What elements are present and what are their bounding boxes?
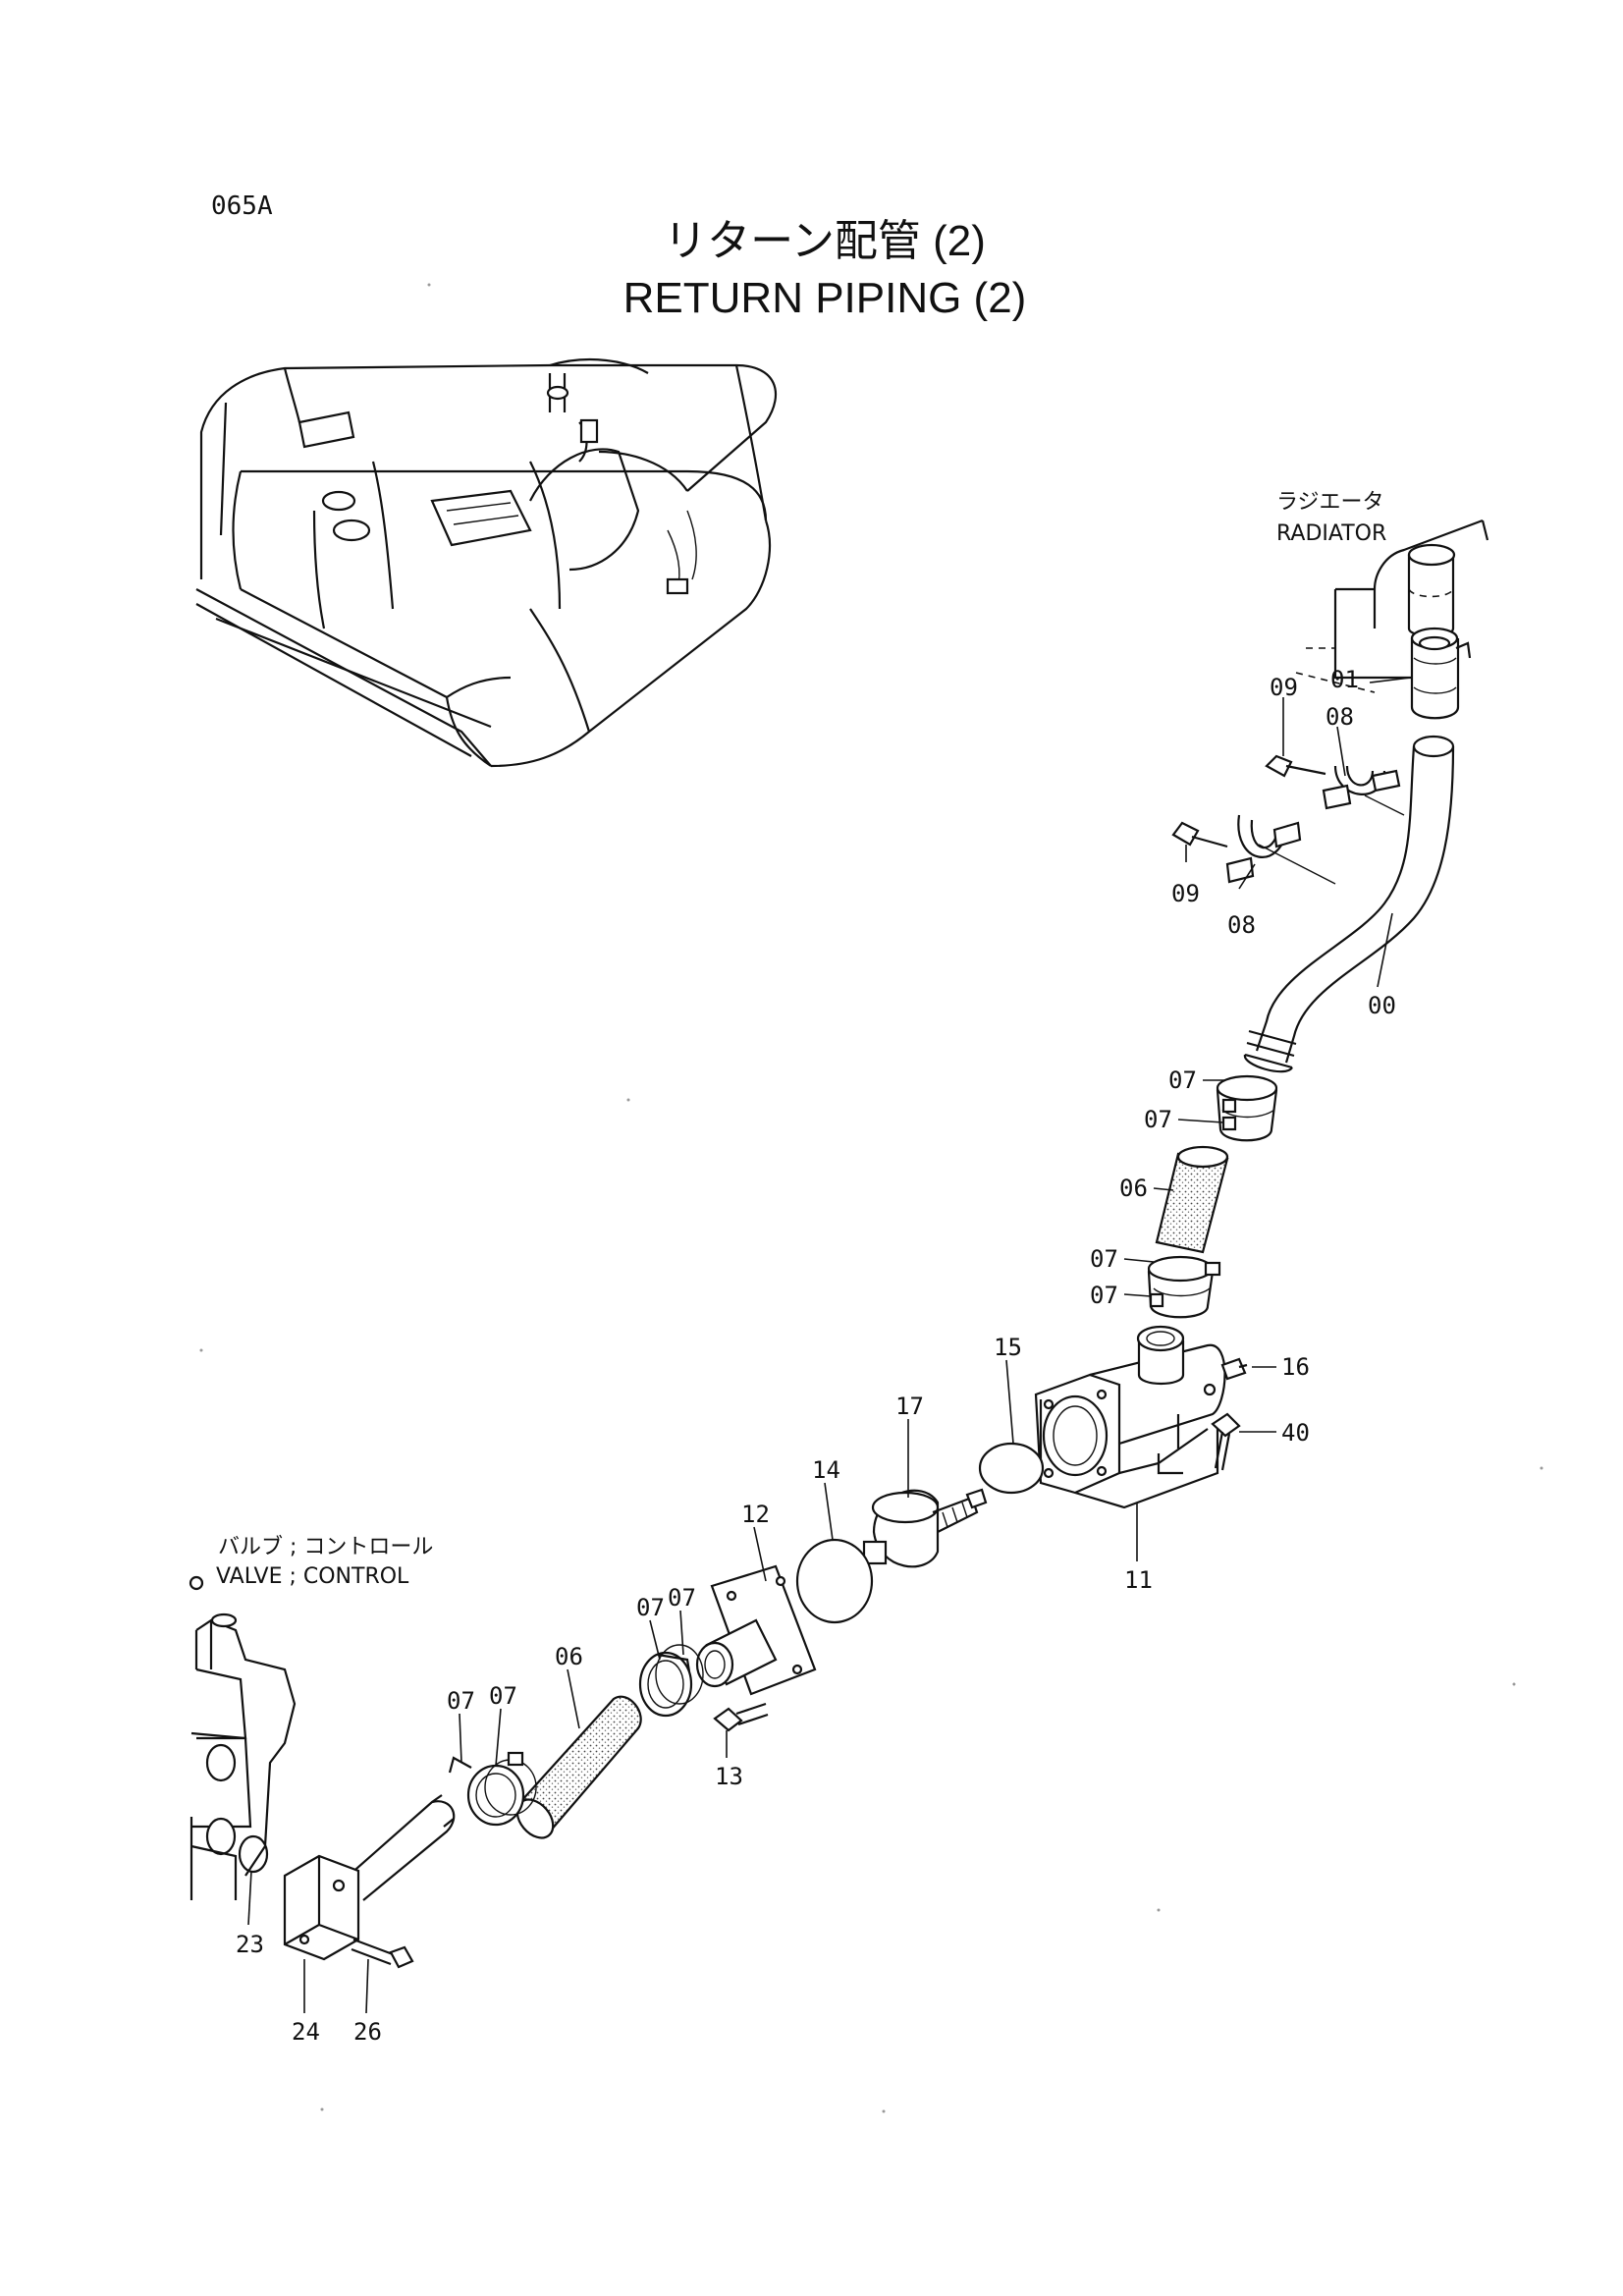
callout-07-f: 07 — [489, 1682, 517, 1710]
coupling-01 — [1410, 627, 1472, 720]
callout-24: 24 — [292, 2018, 320, 2046]
bolt-09-upper — [1265, 754, 1326, 778]
o-ring-15 — [978, 1442, 1045, 1495]
callout-16: 16 — [1281, 1353, 1310, 1381]
pipe-and-block-24 — [283, 1794, 456, 1961]
leader-lines — [247, 677, 1412, 2014]
callout-07-c: 07 — [1090, 1245, 1118, 1273]
title-japanese: リターン配管 (2) — [664, 217, 986, 265]
callout-06-lower: 06 — [555, 1643, 583, 1670]
radiator-label-english: RADIATOR — [1276, 521, 1386, 546]
callout-23: 23 — [236, 1931, 264, 1958]
callout-11: 11 — [1124, 1566, 1153, 1594]
callout-26: 26 — [353, 2018, 382, 2046]
callout-08-lower: 08 — [1227, 911, 1256, 939]
title-english: RETURN PIPING (2) — [623, 274, 1027, 322]
clamp-guide-line-upper — [1364, 794, 1405, 816]
callout-00-hose: 00 — [1368, 992, 1396, 1019]
bolt-40 — [1211, 1412, 1241, 1471]
callout-labels: 01 09 08 09 08 00 07 07 06 07 07 15 16 1… — [236, 666, 1396, 2046]
callout-09-upper: 09 — [1270, 674, 1298, 701]
bolt-09-lower — [1171, 821, 1228, 848]
callout-17: 17 — [895, 1393, 924, 1420]
o-ring-14 — [795, 1538, 874, 1624]
callout-14: 14 — [812, 1456, 840, 1484]
callout-07-g: 07 — [636, 1594, 665, 1621]
callout-07-e: 07 — [447, 1687, 475, 1715]
callout-12: 12 — [741, 1501, 770, 1528]
callout-15: 15 — [994, 1334, 1022, 1361]
callout-13: 13 — [715, 1763, 743, 1790]
machine-body-drawing — [195, 357, 778, 768]
radiator-label-japanese: ラジエータ — [1276, 490, 1384, 515]
callout-08-upper: 08 — [1325, 703, 1354, 731]
scan-specks — [199, 283, 1543, 2113]
clamp-07-lower-right-pair — [638, 1644, 704, 1718]
screw-16 — [1220, 1357, 1248, 1381]
callout-06-upper: 06 — [1119, 1175, 1148, 1202]
clamp-08-lower — [1225, 814, 1302, 884]
valve-17 — [862, 1488, 988, 1568]
bolt-13 — [713, 1702, 769, 1732]
valve-label-japanese: バルブ ; コントロール — [218, 1535, 433, 1559]
flange-12 — [695, 1564, 817, 1696]
clamp-07-upper-pair — [1216, 1074, 1278, 1142]
clamp-07-mid-pair — [1147, 1255, 1221, 1319]
housing-11 — [1034, 1325, 1226, 1509]
hose-06-lower — [515, 1695, 642, 1839]
o-ring-23 — [238, 1834, 269, 1874]
page-code: 065A — [211, 191, 273, 221]
callout-07-b: 07 — [1144, 1106, 1172, 1133]
control-valve-drawing — [189, 1575, 297, 1900]
callout-07-a: 07 — [1168, 1066, 1197, 1094]
callout-01: 01 — [1330, 666, 1359, 693]
hose-06-upper — [1155, 1145, 1229, 1254]
callout-07-d: 07 — [1090, 1282, 1118, 1309]
bolt-26 — [351, 1938, 414, 1969]
clamp-guide-line — [1258, 844, 1336, 885]
valve-label-english: VALVE ; CONTROL — [216, 1564, 409, 1589]
callout-07-h: 07 — [668, 1584, 696, 1612]
hose-00 — [1243, 735, 1455, 1073]
callout-09-lower: 09 — [1171, 880, 1200, 907]
callout-40: 40 — [1281, 1419, 1310, 1447]
clamp-08-upper — [1322, 765, 1401, 810]
